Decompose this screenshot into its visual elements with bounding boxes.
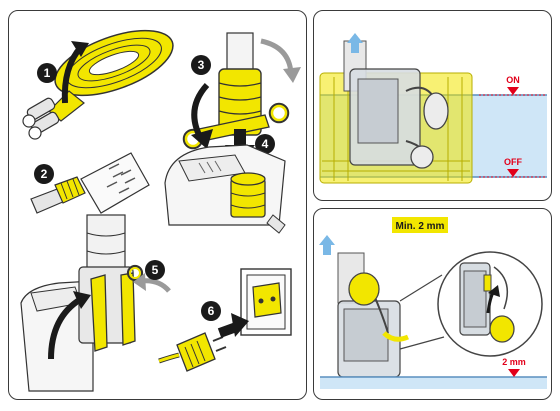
- off-label: OFF: [504, 157, 522, 167]
- min-clearance-badge: Min. 2 mm: [392, 217, 448, 233]
- on-level-marker: ON: [479, 75, 547, 96]
- outflow-arrow-icon: [319, 235, 335, 255]
- detail-magnifier: [399, 251, 543, 357]
- off-level-marker: OFF: [479, 157, 547, 178]
- unroll-arrow-icon: [61, 41, 89, 104]
- hose-connector-illustration: [30, 152, 150, 214]
- step-6-badge: 6: [201, 301, 221, 321]
- step-6-number: 6: [208, 304, 215, 318]
- gap-label: 2 mm: [502, 357, 526, 367]
- assembly-steps-drawing: 1 2: [20, 29, 301, 392]
- assembly-steps-panel: 1 2: [8, 10, 307, 400]
- min-clearance-label: Min. 2 mm: [396, 221, 445, 232]
- minimum-clearance-panel: Min. 2 mm 2 mm: [313, 208, 552, 400]
- camlock-coupling-illustration: [182, 32, 290, 150]
- power-plug-illustration: [158, 332, 227, 372]
- wall-socket-illustration: [240, 268, 292, 336]
- plug-in-arrow-icon: [217, 313, 249, 338]
- insert-clip-arrow-icon: [48, 273, 171, 360]
- step-4-badge: 4: [255, 134, 275, 154]
- rotate-arrow-icon: [191, 38, 301, 149]
- step-3-number: 3: [198, 58, 205, 72]
- outflow-arrow-icon: [347, 33, 363, 53]
- hose-roll-illustration: [22, 29, 174, 140]
- gap-marker: 2 mm: [502, 357, 526, 377]
- step-2-badge: 2: [34, 164, 54, 184]
- step-3-badge: 3: [191, 55, 211, 75]
- step-5-number: 5: [152, 263, 159, 277]
- step-4-number: 4: [262, 137, 269, 151]
- clearance-drawing: Min. 2 mm 2 mm: [319, 217, 547, 389]
- submersible-pump: [337, 252, 401, 378]
- pump-outlet-illustration: [164, 144, 286, 234]
- step-2-number: 2: [41, 167, 48, 181]
- step-1-badge: 1: [37, 63, 57, 83]
- step-1-number: 1: [44, 66, 51, 80]
- step-5-badge: 5: [145, 260, 165, 280]
- float-switch: [348, 272, 409, 342]
- float-switch-levels-panel: ON OFF: [313, 10, 552, 201]
- submersible-pump: [343, 40, 449, 169]
- float-switch-drawing: ON OFF: [319, 33, 547, 184]
- on-label: ON: [506, 75, 520, 85]
- water-floor: [320, 376, 547, 389]
